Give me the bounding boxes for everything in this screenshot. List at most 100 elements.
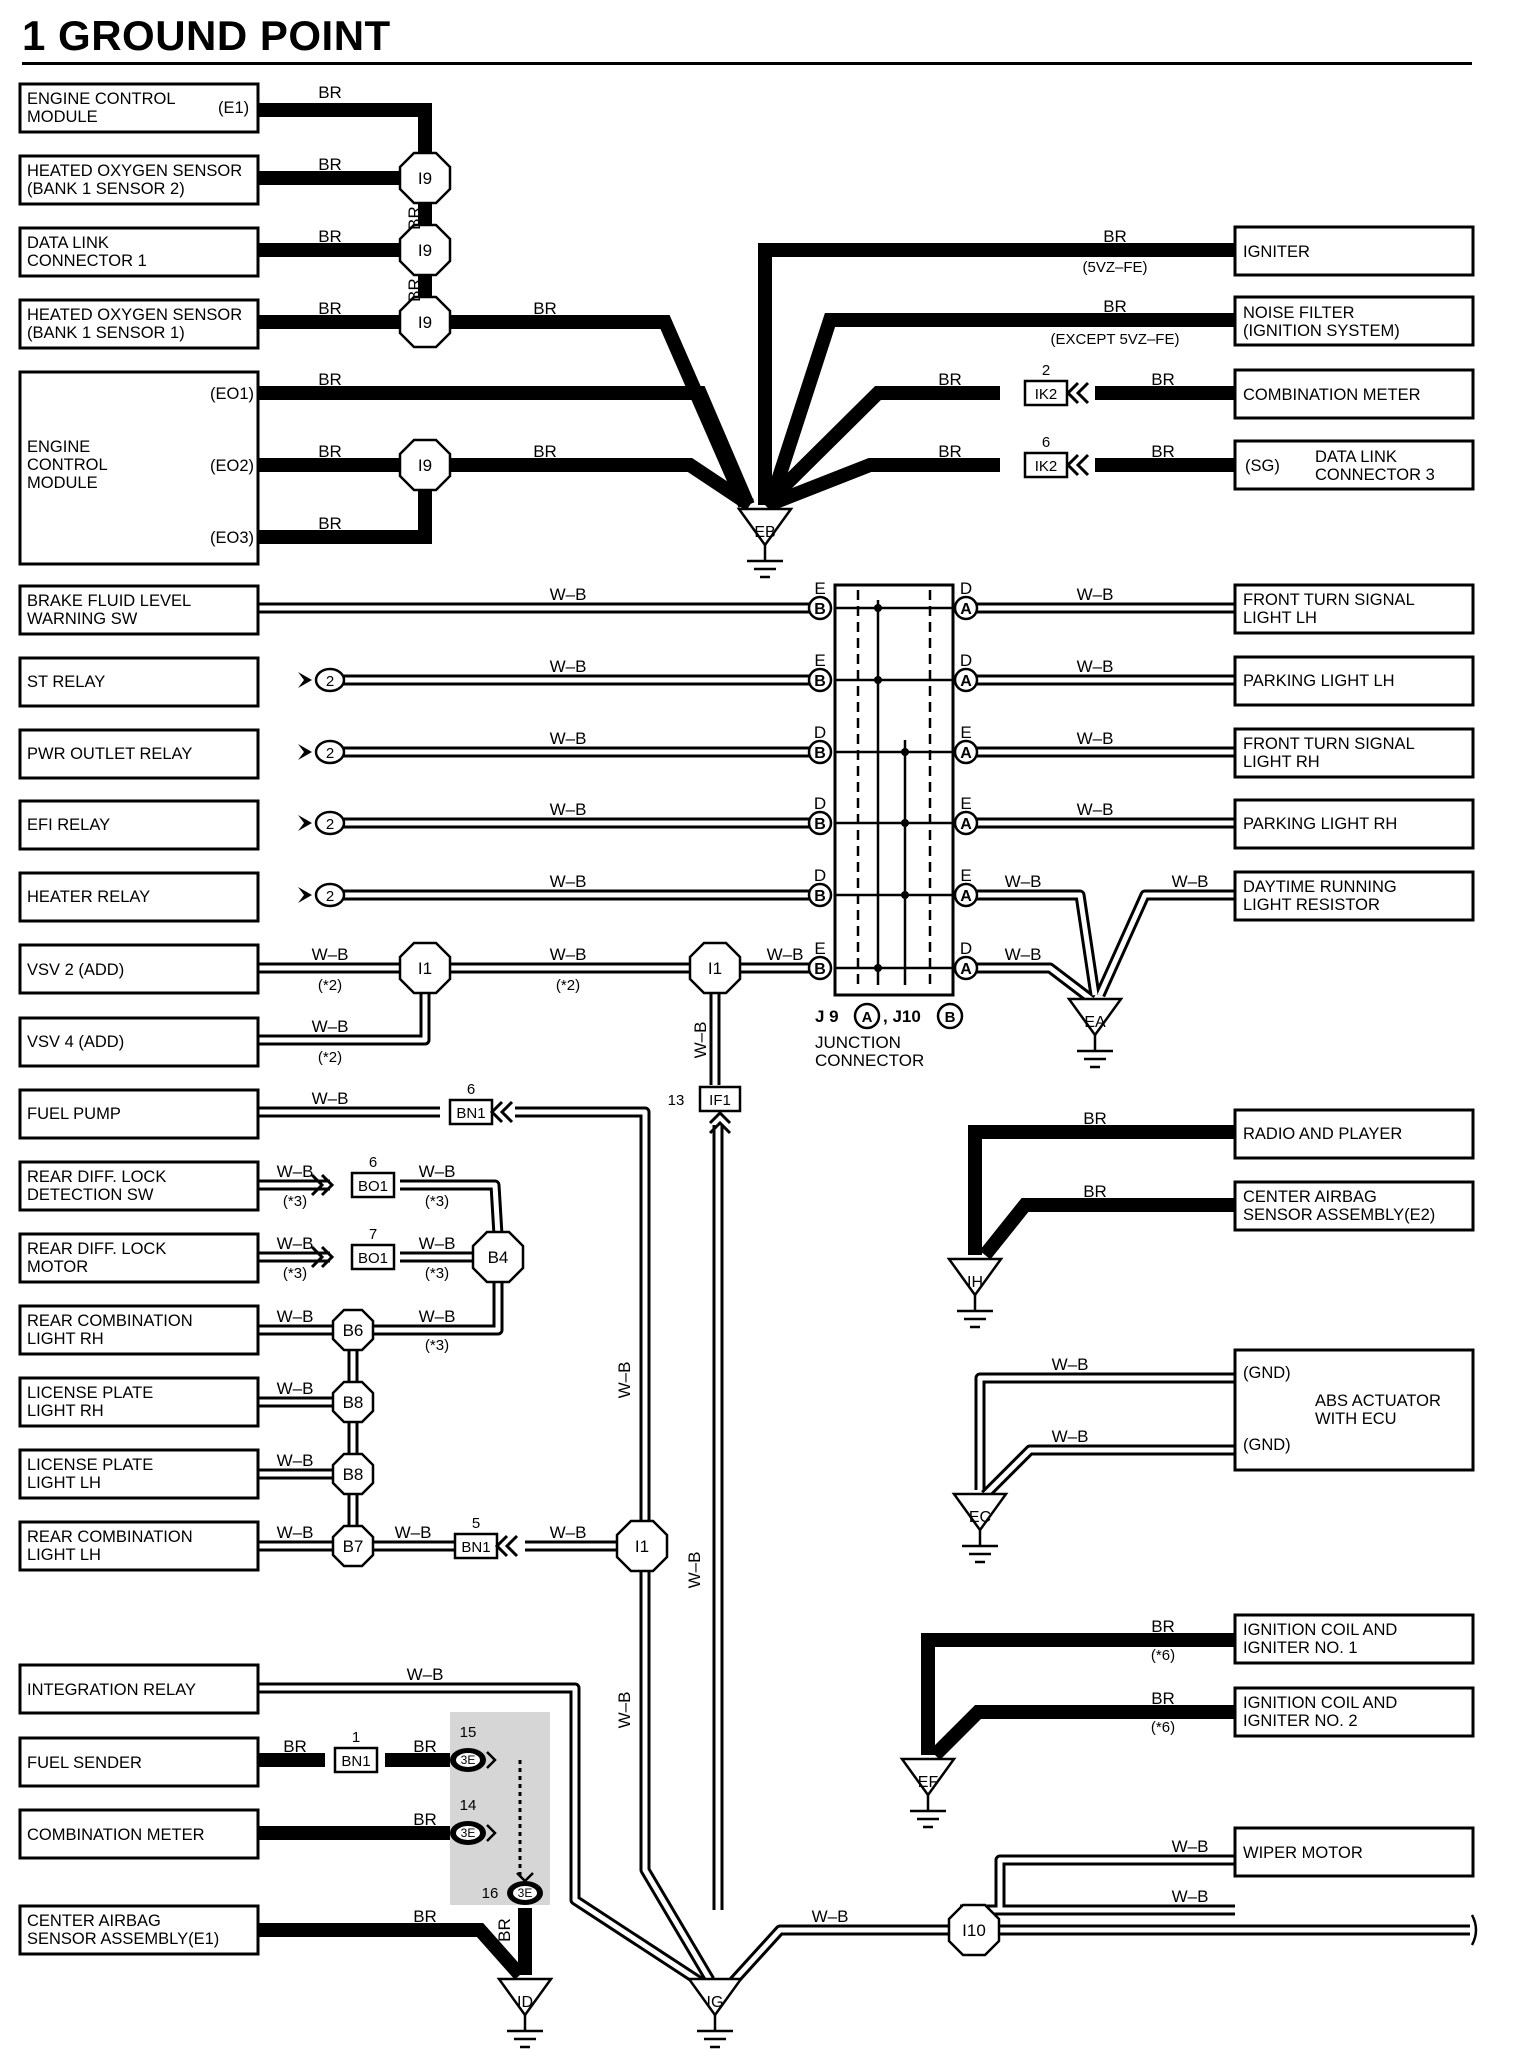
wire-label-wb: W–B (419, 1234, 456, 1253)
label-pwr-outlet: PWR OUTLET RELAY (27, 745, 192, 763)
label-rear-comb-rh: LIGHT RH (27, 1330, 104, 1348)
label-rear-comb-rh: REAR COMBINATION (27, 1312, 193, 1330)
wire-label-wb: W–B (1005, 872, 1042, 891)
wire-color-labels: BR BR BR BR BR BR BR BR BR BR BR BR BR B… (277, 83, 1209, 1926)
label-rear-diff-motor: MOTOR (27, 1258, 88, 1276)
wire-label-wb: W–B (312, 1089, 349, 1108)
splice-b8: B8 (343, 1393, 364, 1412)
wire-label-wb: W–B (550, 585, 587, 604)
wire-label-br: BR (1151, 1689, 1175, 1708)
jc-label: J 9 (815, 1007, 839, 1026)
wire-label-br: BR (318, 442, 342, 461)
ground-ih: IH (967, 1274, 983, 1291)
label-radio: RADIO AND PLAYER (1243, 1125, 1402, 1143)
wire-label-br: BR (318, 155, 342, 174)
svg-text:B: B (814, 961, 826, 978)
pin-number: 7 (369, 1226, 377, 1243)
svg-text:B: B (814, 816, 826, 833)
wire-label-br: BR (405, 278, 424, 302)
svg-text:A: A (960, 745, 972, 762)
wire-label-wb: W–B (615, 1692, 634, 1729)
wire-label-br: BR (318, 370, 342, 389)
svg-text:A: A (960, 601, 972, 618)
wire-label-br: BR (283, 1737, 307, 1756)
wire-label-br: BR (1151, 1617, 1175, 1636)
label-center-airbag-e1: SENSOR ASSEMBLY(E1) (27, 1930, 219, 1948)
vertical-wire-labels: BR BR W–B W–B W–B W–B BR (405, 206, 710, 1942)
label-dlc3: CONNECTOR 3 (1315, 466, 1435, 484)
wire-label-wb: W–B (1077, 657, 1114, 676)
ground-ef: EF (918, 1774, 939, 1791)
splice-i9: I9 (418, 169, 432, 188)
wire-label-br: BR (1151, 370, 1175, 389)
label-ho2s-b1s2: HEATED OXYGEN SENSOR (27, 162, 242, 180)
label-rear-comb-lh: LIGHT LH (27, 1546, 101, 1564)
label-ecm-pin: (EO3) (210, 529, 254, 547)
ground-eb: EB (754, 524, 775, 541)
wire-label-br: BR (413, 1810, 437, 1829)
note-3: (*3) (283, 1193, 307, 1210)
label-license-rh: LIGHT RH (27, 1402, 104, 1420)
wire-label-wb: W–B (277, 1234, 314, 1253)
wire-label-wb: W–B (1052, 1355, 1089, 1374)
page-title: 1 GROUND POINT (22, 12, 391, 59)
br-wires-right (258, 1125, 1235, 1980)
label-fuel-sender: FUEL SENDER (27, 1754, 142, 1772)
pin-number: 6 (1042, 434, 1050, 451)
ground-labels: EB EA IH EC EF ID IG (517, 524, 1106, 2011)
wire-label-wb: W–B (691, 1022, 710, 1059)
wire-label-br: BR (318, 83, 342, 102)
label-ecm-pin: (EO1) (210, 385, 254, 403)
title-rule (22, 62, 1472, 65)
ground-ig: IG (707, 1994, 724, 2011)
label-front-turn-rh: FRONT TURN SIGNAL (1243, 735, 1415, 753)
wire-label-wb: W–B (419, 1162, 456, 1181)
conn-bo1: BO1 (358, 1178, 388, 1195)
splice-b4: B4 (488, 1248, 509, 1267)
wire-label-wb: W–B (407, 1665, 444, 1684)
left-component-labels: ENGINE CONTROL MODULE (E1) HEATED OXYGEN… (27, 90, 254, 1948)
jc-right-letter: D (960, 939, 972, 958)
connector-3e: 3E 3E 3E (450, 1748, 543, 1905)
wire-label-br: BR (1151, 442, 1175, 461)
label-heater-relay: HEATER RELAY (27, 888, 150, 906)
jc-left-letter: D (814, 866, 826, 885)
wire-label-wb: W–B (277, 1307, 314, 1326)
label-front-turn-lh: FRONT TURN SIGNAL (1243, 591, 1415, 609)
shaded-connector-area (450, 1712, 550, 1905)
note-5vz: (5VZ–FE) (1082, 259, 1147, 276)
pin-number: 13 (668, 1092, 685, 1109)
jc-caption-1: JUNCTION (815, 1033, 901, 1052)
pin-2: 2 (326, 673, 334, 690)
label-ecm-big: CONTROL (27, 456, 108, 474)
label-center-airbag-e1: CENTER AIRBAG (27, 1912, 161, 1930)
pin-number: 14 (460, 1797, 477, 1814)
label-ecm-big: MODULE (27, 474, 98, 492)
wire-label-wb: W–B (1077, 585, 1114, 604)
wire-label-br: BR (938, 442, 962, 461)
note-3: (*3) (283, 1265, 307, 1282)
label-ecm-pin: (E1) (218, 99, 249, 117)
wire-label-br: BR (1103, 227, 1127, 246)
wire-label-wb: W–B (1172, 872, 1209, 891)
pin-number: 1 (352, 1729, 360, 1746)
wire-label-wb: W–B (277, 1523, 314, 1542)
label-brake-fluid: WARNING SW (27, 610, 138, 628)
wire-label-wb: W–B (312, 1017, 349, 1036)
wire-label-br: BR (413, 1737, 437, 1756)
label-license-lh: LIGHT LH (27, 1474, 101, 1492)
wire-label-wb: W–B (767, 945, 804, 964)
jc-caption-2: CONNECTOR (815, 1051, 924, 1070)
splice-i10: I10 (962, 1921, 986, 1940)
ground-symbols (497, 507, 1123, 2049)
wire-label-br: BR (318, 514, 342, 533)
jc-right-letter: E (960, 794, 971, 813)
note-except-5vz: (EXCEPT 5VZ–FE) (1051, 331, 1180, 348)
note-6: (*6) (1151, 1647, 1175, 1664)
label-brake-fluid: BRAKE FLUID LEVEL (27, 592, 191, 610)
inline-connectors (333, 379, 1069, 1774)
wire-label-wb: W–B (550, 657, 587, 676)
label-integration-relay: INTEGRATION RELAY (27, 1681, 196, 1699)
label-rear-diff-sw: DETECTION SW (27, 1186, 154, 1204)
note-2: (*2) (318, 1049, 342, 1066)
